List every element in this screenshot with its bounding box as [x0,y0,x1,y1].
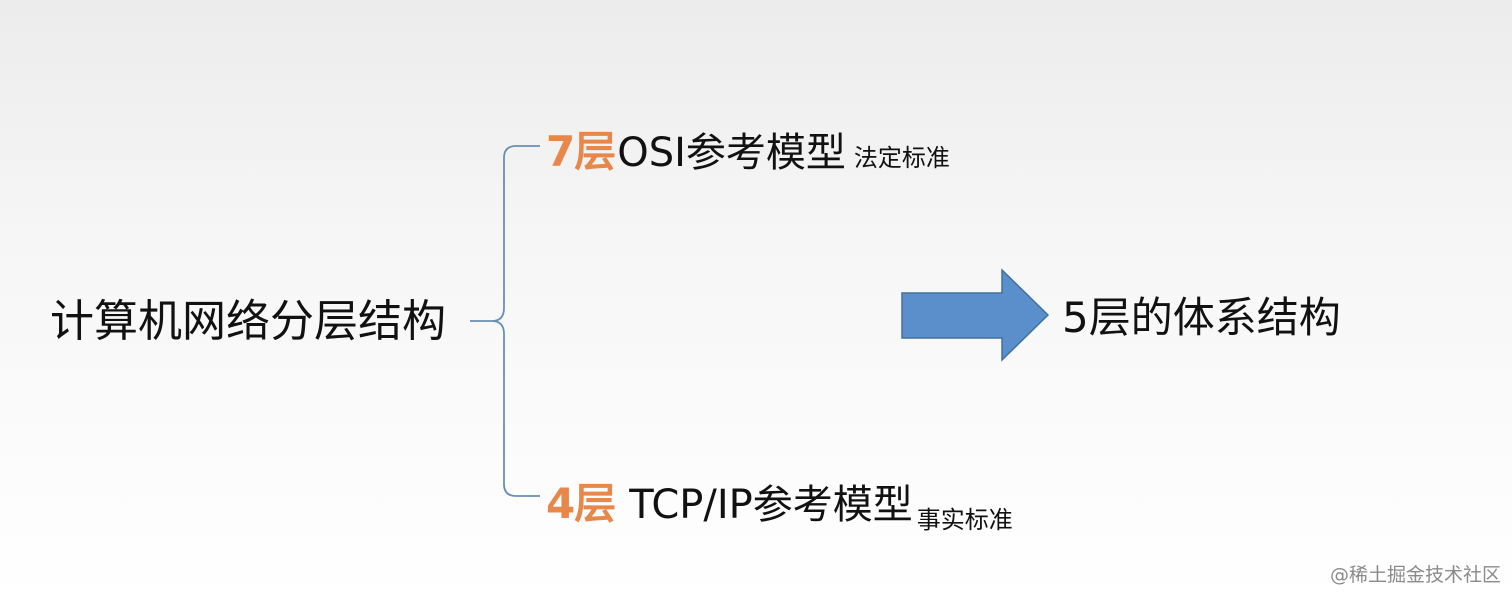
bracket-path [470,145,540,497]
result-label: 5层的体系结构 [1062,293,1341,342]
arrow-shape [901,268,1050,362]
watermark: @稀土掘金技术社区 [1330,564,1502,586]
tcpip-layer-count: 4层 [546,479,616,528]
tcpip-standard-note: 事实标准 [916,506,1013,534]
osi-model-name: OSI参考模型 [617,130,846,176]
tcpip-model-branch: 4层 TCP/IP参考模型 事实标准 [546,470,1013,534]
osi-layer-count: 7层 [546,127,616,176]
root-label: 计算机网络分层结构 [50,296,446,347]
tcpip-model-name: TCP/IP参考模型 [629,482,913,528]
osi-standard-note: 法定标准 [853,144,950,172]
osi-model-branch: 7层 OSI参考模型 法定标准 [546,118,950,179]
